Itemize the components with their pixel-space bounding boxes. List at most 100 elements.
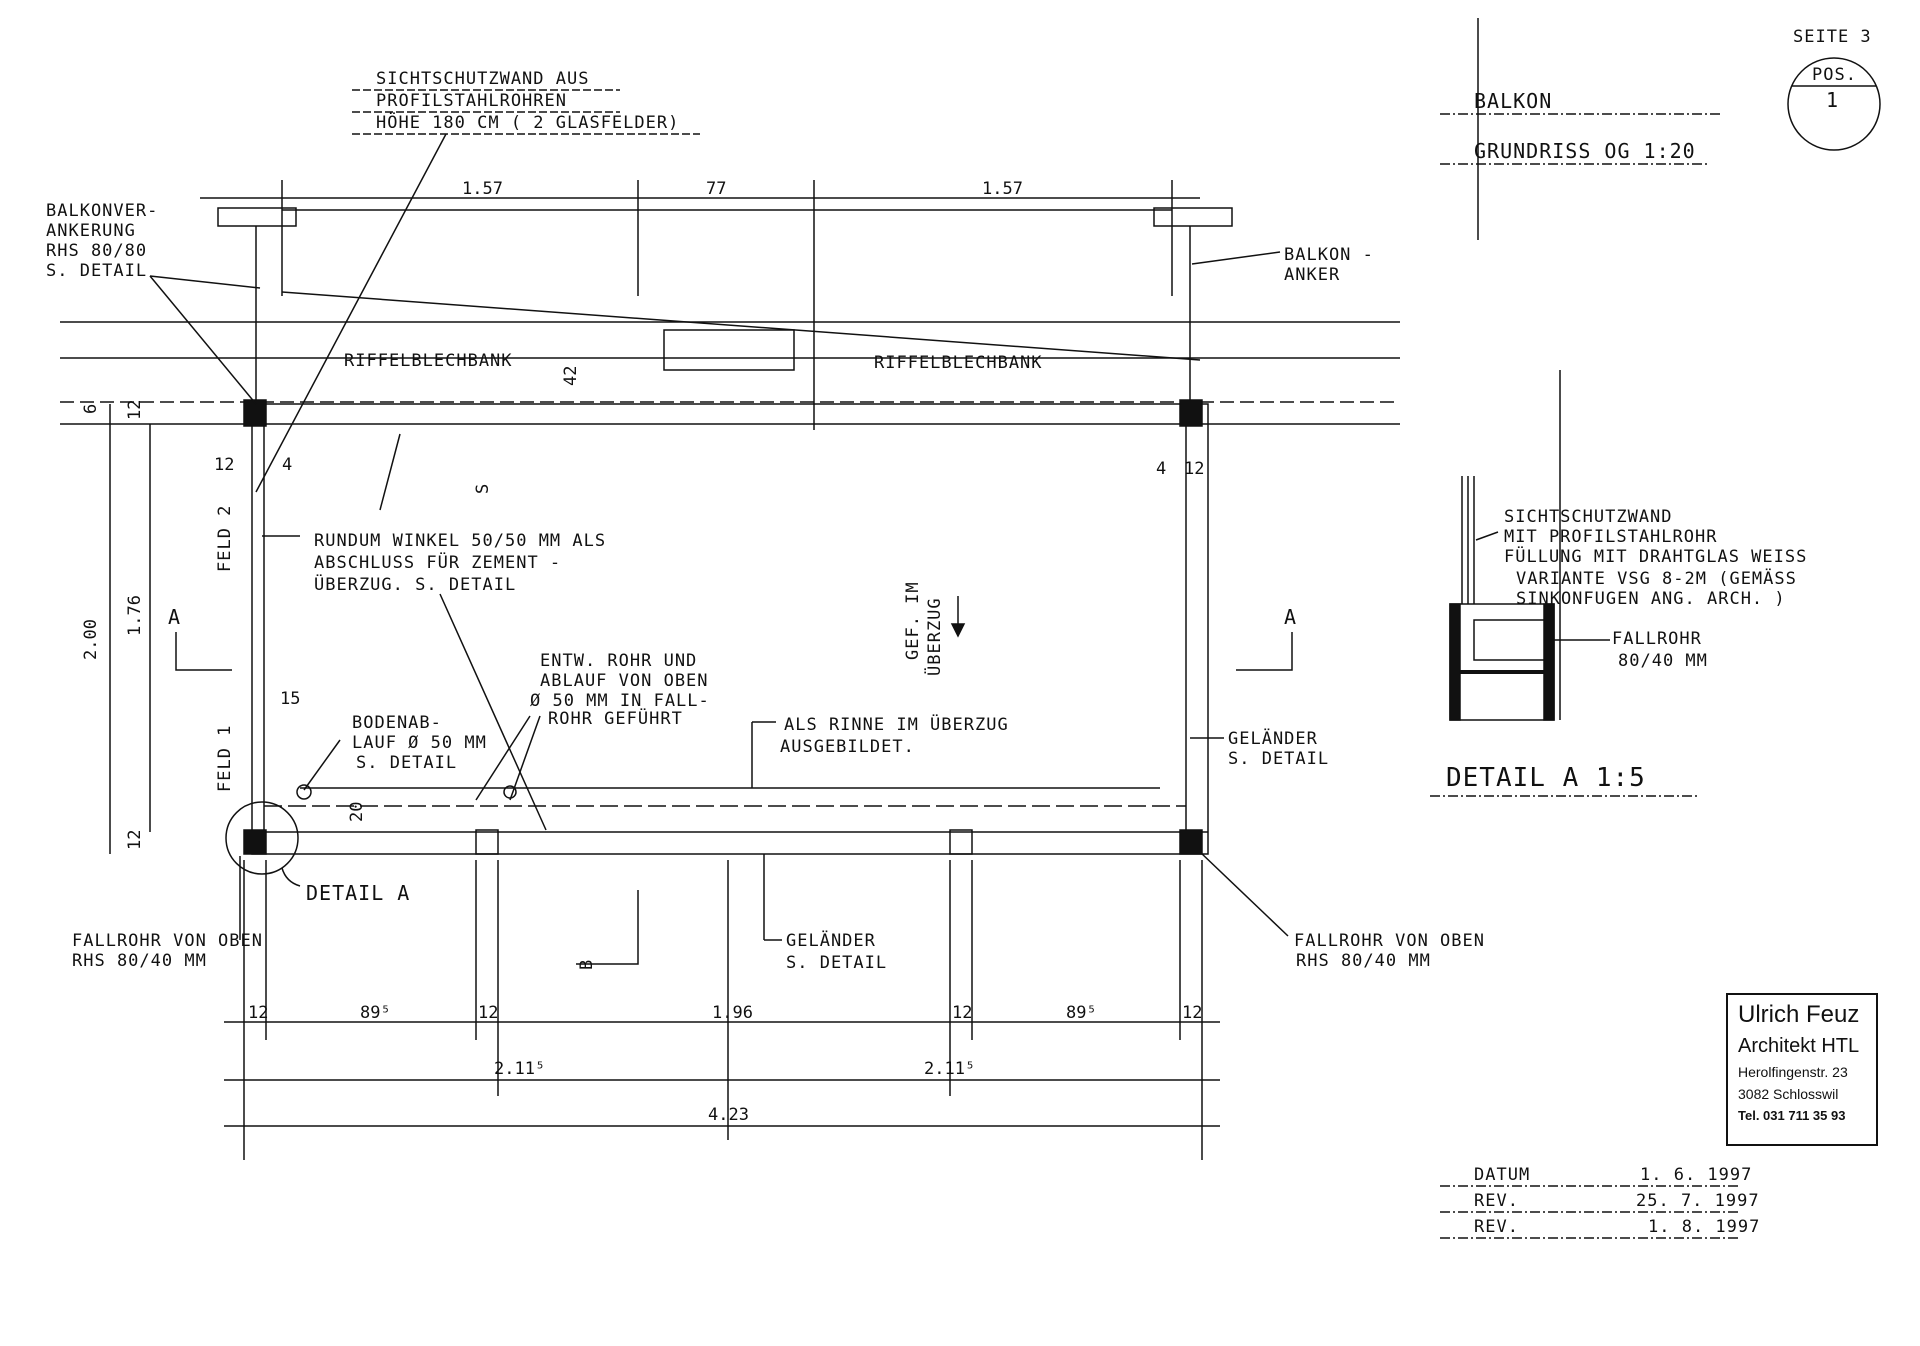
architect-street: Herolfingenstr. 23 [1738, 1064, 1848, 1080]
dim-12-right: 12 [1184, 459, 1204, 479]
entw-rohr-1: ENTW. ROHR UND [540, 651, 697, 671]
detail-a-fallrohr-section [1473, 619, 1549, 661]
gef-im-label: GEF. IM [903, 581, 923, 660]
architect-stamp: Ulrich Feuz Architekt HTL Herolfingenstr… [1726, 993, 1878, 1146]
left-dim-small-12a: 12 [125, 400, 145, 420]
bodenablauf-3: S. DETAIL [356, 753, 457, 773]
detail-sichtschutz-2: MIT PROFILSTAHLROHR [1504, 527, 1717, 547]
window-recess [663, 329, 795, 371]
left-dim-outer-text: 2.00 [81, 619, 101, 660]
bottom-dim-total: 4.23 [708, 1105, 749, 1125]
rundum-leader-3 [439, 593, 547, 831]
gefaelle-arrow-head [950, 623, 966, 638]
detail-a-post-left [1449, 603, 1461, 721]
balkonanker-1: BALKON - [1284, 245, 1374, 265]
pos-label: POS. [1812, 65, 1857, 85]
balkonverankerung-4: S. DETAIL [46, 261, 147, 281]
fallrohr-left-2: RHS 80/40 MM [72, 951, 207, 971]
feld-1-label: FELD 1 [215, 725, 235, 792]
section-a-right: A [1284, 605, 1297, 629]
architect-name: Ulrich Feuz [1738, 1001, 1860, 1028]
detail-fallrohr-2: 80/40 MM [1618, 651, 1708, 671]
bottom-dim-196: 1.96 [712, 1003, 753, 1023]
detail-a-title: DETAIL A 1:5 [1446, 763, 1646, 793]
fallrohr-right-1: FALLROHR VON OBEN [1294, 931, 1485, 951]
architect-title: Architekt HTL [1738, 1035, 1860, 1057]
detail-sichtschutz-leader [1475, 531, 1499, 541]
section-b-marker [576, 890, 639, 965]
detail-sichtschutz-5: SINKONFUGEN ANG. ARCH. ) [1516, 589, 1786, 609]
balkonverankerung-3: RHS 80/80 [46, 241, 147, 261]
left-dim-small-12b: 12 [125, 830, 145, 850]
rev-label-3: REV. [1474, 1217, 1519, 1237]
dim-42: 42 [561, 366, 581, 386]
drain-symbol [503, 785, 517, 799]
top-dim-1: 1.57 [462, 179, 503, 199]
entw-rohr-4: ROHR GEFÜHRT [548, 707, 683, 729]
rinne-1: ALS RINNE IM ÜBERZUG [784, 713, 1009, 735]
sheet-title: BALKON [1474, 89, 1552, 113]
entw-rohr-leader-2 [509, 715, 541, 801]
entw-rohr-3: Ø 50 MM IN FALL- [530, 691, 710, 711]
entw-rohr-2: ABLAUF VON OBEN [540, 671, 709, 691]
dim-12-left: 12 [214, 455, 234, 475]
detail-sichtschutz-4: VARIANTE VSG 8-2M (GEMÄSS [1516, 568, 1797, 589]
anchor-right [1153, 207, 1233, 227]
detail-a-post-right [1543, 603, 1555, 721]
detail-sichtschutz-3: FÜLLUNG MIT DRAHTGLAS WEISS [1504, 545, 1807, 567]
balkonverankerung-leader-2 [149, 275, 261, 289]
rundum-1: RUNDUM WINKEL 50/50 MM ALS [314, 531, 606, 551]
bottom-dim-12b: 12 [478, 1003, 498, 1023]
dim-15: 15 [280, 689, 300, 709]
bottom-dim-12a: 12 [248, 1003, 268, 1023]
riffelblech-right: RIFFELBLECHBANK [874, 353, 1043, 373]
section-a-right-marker [1236, 632, 1293, 671]
sheet-subtitle: GRUNDRISS OG 1:20 [1474, 139, 1696, 163]
gelaender-right-2: S. DETAIL [1228, 749, 1329, 769]
rundum-2: ABSCHLUSS FÜR ZEMENT - [314, 551, 561, 573]
bottom-dim-2115b: 2.11⁵ [924, 1059, 975, 1079]
fallrohr-right-leader [1199, 851, 1289, 937]
rev-date-2: 25. 7. 1997 [1636, 1191, 1760, 1211]
riffelblech-left: RIFFELBLECHBANK [344, 351, 513, 371]
entw-rohr-leader-1 [475, 715, 531, 801]
rinne-2: AUSGEBILDET. [780, 737, 915, 757]
rev-label-2: REV. [1474, 1191, 1519, 1211]
rundum-leader-2 [379, 433, 401, 511]
section-a-left: A [168, 605, 181, 629]
post-bottom-1 [243, 829, 267, 855]
post-bottom-4 [1179, 829, 1203, 855]
bodenablauf-1: BODENAB- [352, 713, 442, 733]
sichtschutz-leader [255, 133, 447, 493]
architect-city: 3082 Schlosswil [1738, 1086, 1839, 1102]
gelaender-bottom-2: S. DETAIL [786, 953, 887, 973]
ueberzug-label: ÜBERZUG [923, 597, 945, 676]
bottom-dim-12d: 12 [1182, 1003, 1202, 1023]
post-bottom-3 [949, 829, 973, 855]
rev-date-1: 1. 6. 1997 [1640, 1165, 1752, 1185]
detail-a-callout-circle [225, 801, 299, 875]
detail-sichtschutz-1: SICHTSCHUTZWAND [1504, 507, 1673, 527]
balkonverankerung-1: BALKONVER- [46, 201, 158, 221]
pos-number: 1 [1826, 88, 1839, 112]
dim-4-left: 4 [282, 455, 292, 475]
dim-4-right: 4 [1156, 459, 1166, 479]
balkonanker-2: ANKER [1284, 265, 1340, 285]
post-top-left [243, 399, 267, 427]
post-top-right [1179, 399, 1203, 427]
top-dim-3: 1.57 [982, 179, 1023, 199]
sichtschutz-top-line1: SICHTSCHUTZWAND AUS [376, 69, 589, 89]
balkonverankerung-leader-1 [149, 275, 257, 405]
bottom-dim-895a: 89⁵ [360, 1003, 391, 1023]
detail-fallrohr-1: FALLROHR [1612, 629, 1702, 649]
balkonanker-leader [1191, 251, 1281, 265]
bodenablauf-leader [303, 739, 341, 791]
sloped-line [281, 291, 1201, 361]
section-a-left-marker [175, 632, 232, 671]
bottom-dim-2115a: 2.11⁵ [494, 1059, 545, 1079]
bottom-dim-12c: 12 [952, 1003, 972, 1023]
anchor-left [217, 207, 297, 227]
detail-a-profile-frame [1449, 603, 1555, 721]
position-circle [1787, 57, 1881, 151]
